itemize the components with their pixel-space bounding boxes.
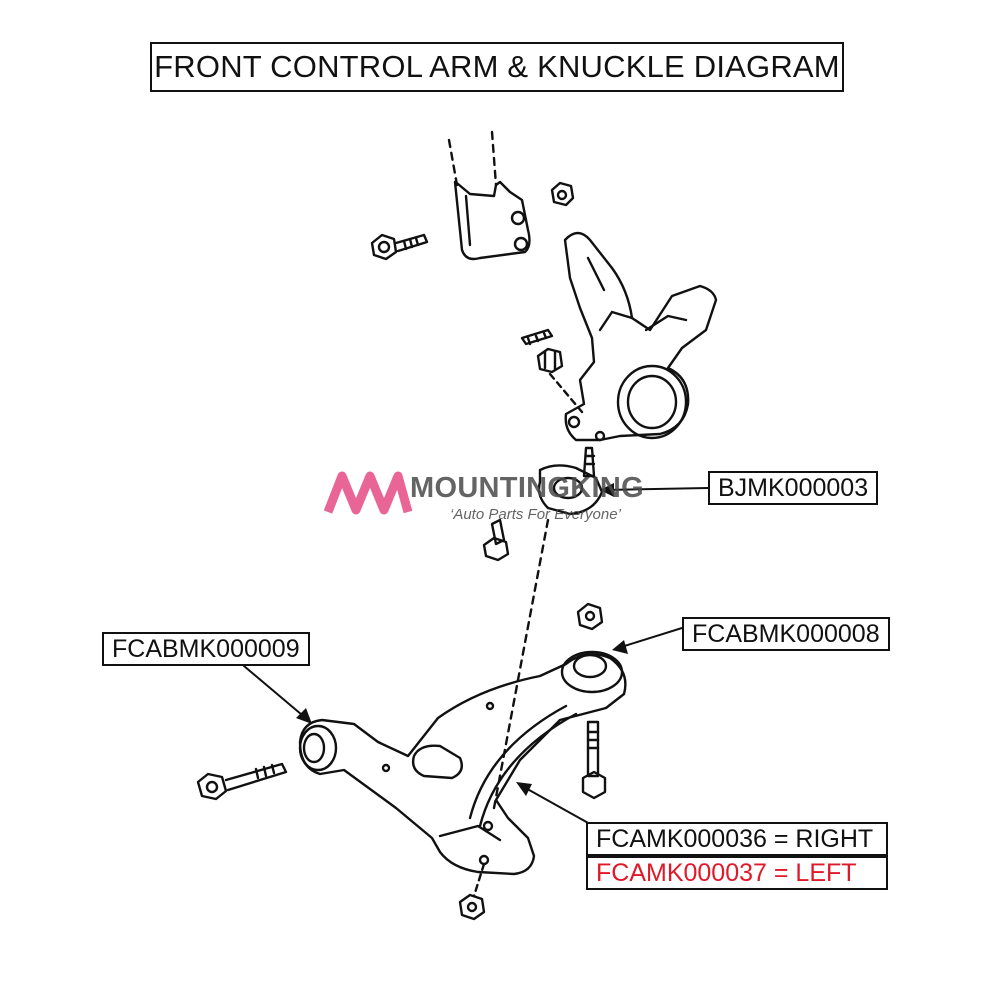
arm-leader	[521, 785, 591, 825]
ball-joint-guide	[492, 518, 550, 810]
steering-knuckle	[563, 231, 718, 442]
page-title: FRONT CONTROL ARM & KNUCKLE DIAGRAM	[150, 42, 844, 92]
ball-joint-bolt	[482, 518, 510, 562]
bushing-front-arrowhead	[296, 708, 312, 724]
strut	[447, 130, 531, 261]
callout-ball-joint: BJMK000003	[708, 471, 879, 505]
callout-bushing-front: FCABMK000009	[102, 632, 310, 666]
ball-joint-leader	[603, 487, 709, 491]
bushing-rear-arrowhead	[612, 640, 628, 654]
strut-nut	[550, 181, 575, 207]
front-bushing-bolt	[196, 762, 288, 801]
arm-arrowhead	[516, 782, 532, 796]
rear-bushing-bolt	[581, 720, 607, 800]
bottom-nut	[458, 893, 486, 921]
cotter-pin	[520, 328, 554, 346]
strut-bolt	[370, 233, 429, 261]
lower-control-arm	[298, 650, 627, 876]
bushing-nut	[576, 602, 604, 631]
ball-joint	[537, 446, 604, 516]
callout-bushing-rear: FCABMK000008	[682, 617, 890, 651]
ball-joint-arrowhead	[600, 483, 614, 497]
watermark-brand: MOUNTINGKING	[410, 472, 644, 504]
watermark-tagline: ‘Auto Parts For Everyone’	[450, 506, 621, 523]
bushing-rear-leader	[617, 627, 683, 649]
castle-nut	[536, 347, 564, 374]
callout-leaders	[243, 487, 709, 825]
bushing-front-leader	[243, 665, 309, 721]
callout-arm-right: FCAMK000036 = RIGHT	[586, 822, 888, 856]
callout-arm-left: FCAMK000037 = LEFT	[586, 856, 888, 890]
mountingking-logo-icon	[323, 471, 413, 515]
